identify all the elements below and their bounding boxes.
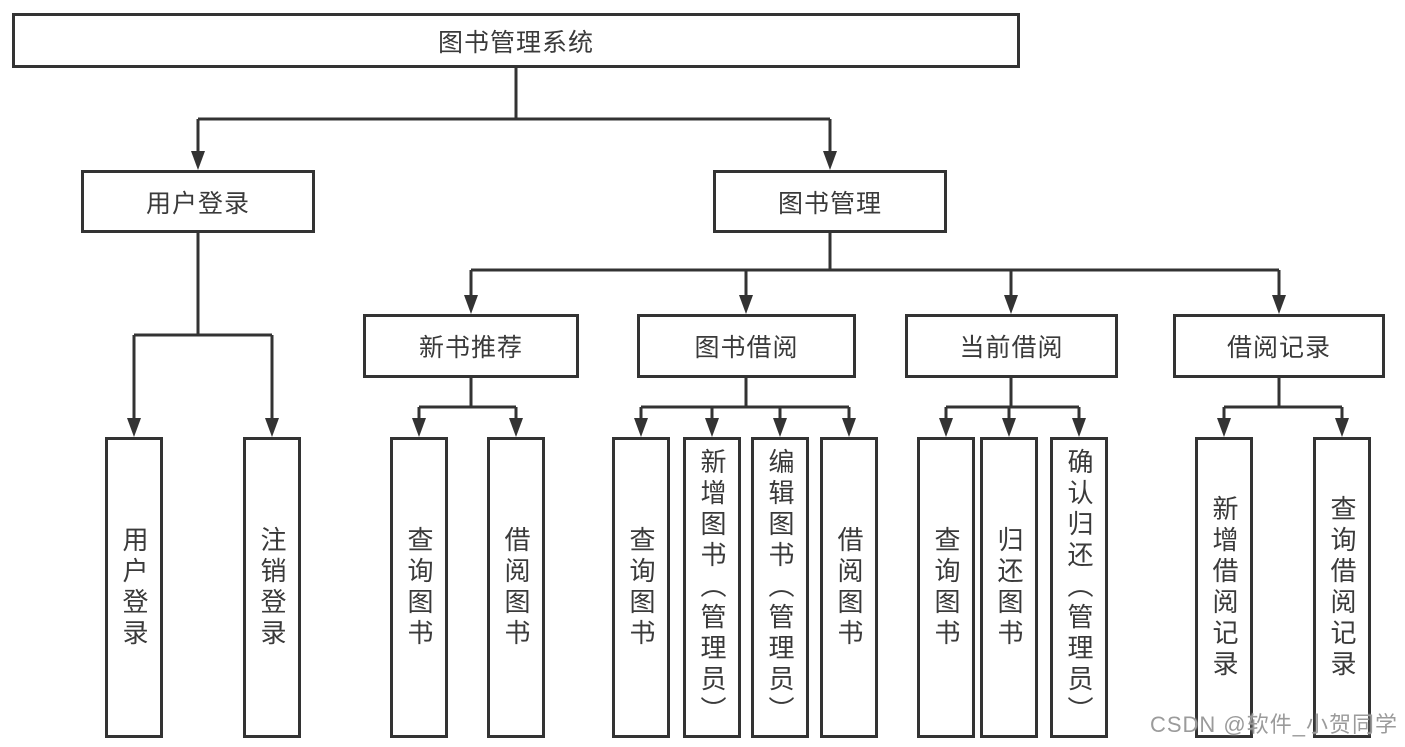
arrowhead <box>265 418 279 437</box>
leaf-return-books: 归还图书 <box>980 437 1038 738</box>
leaf-query-books-1: 查询图书 <box>390 437 448 738</box>
leaf-label: 新增借阅记录 <box>1209 494 1239 681</box>
arrowhead <box>509 418 523 437</box>
arrowhead <box>634 418 648 437</box>
node-label: 图书借阅 <box>694 334 799 362</box>
node-label: 新书推荐 <box>418 334 523 362</box>
node-label: 借阅记录 <box>1226 334 1331 362</box>
node-new-book-recommend: 新书推荐 <box>363 314 579 378</box>
leaf-user-login: 用户登录 <box>105 437 163 738</box>
node-label: 用户登录 <box>145 189 250 218</box>
node-current-borrow: 当前借阅 <box>905 314 1118 378</box>
arrowhead <box>773 418 787 437</box>
arrowhead <box>464 295 478 314</box>
node-label: 图书管理 <box>777 189 882 218</box>
arrowhead <box>1002 418 1016 437</box>
leaf-logout: 注销登录 <box>243 437 301 738</box>
leaf-label: 查询图书 <box>626 525 656 650</box>
arrowhead <box>191 151 205 170</box>
node-root-label: 图书管理系统 <box>437 28 594 57</box>
connector-borrow-to-leaves <box>639 378 851 420</box>
arrowhead <box>127 418 141 437</box>
leaf-label: 新增图书（管理员） <box>697 448 727 727</box>
arrowhead <box>705 418 719 437</box>
arrowhead <box>739 295 753 314</box>
leaf-label: 查询图书 <box>404 525 434 650</box>
connector-mgmt-to-level3 <box>469 233 1281 297</box>
leaf-add-borrow-record: 新增借阅记录 <box>1195 437 1253 738</box>
leaf-label: 查询图书 <box>931 525 961 650</box>
leaf-label: 用户登录 <box>119 525 149 650</box>
node-book-borrow: 图书借阅 <box>637 314 856 378</box>
arrowhead <box>823 151 837 170</box>
node-user-login: 用户登录 <box>81 170 315 233</box>
leaf-label: 编辑图书（管理员） <box>765 448 795 727</box>
leaf-borrow-books-2: 借阅图书 <box>820 437 878 738</box>
node-root: 图书管理系统 <box>12 13 1020 68</box>
leaf-borrow-books-1: 借阅图书 <box>487 437 545 738</box>
leaf-edit-books-admin: 编辑图书（管理员） <box>751 437 809 738</box>
arrowhead <box>939 418 953 437</box>
leaf-label: 确认归还（管理员） <box>1064 448 1094 727</box>
node-borrow-records: 借阅记录 <box>1173 314 1385 378</box>
arrowhead <box>1217 418 1231 437</box>
leaf-label: 注销登录 <box>257 525 287 650</box>
leaf-label: 借阅图书 <box>501 525 531 650</box>
connector-records-to-leaves <box>1222 378 1344 420</box>
connector-current-to-leaves <box>944 378 1081 420</box>
arrowhead <box>1004 295 1018 314</box>
connector-recommend-to-leaves <box>417 378 518 420</box>
leaf-query-books-3: 查询图书 <box>917 437 975 738</box>
leaf-query-books-2: 查询图书 <box>612 437 670 738</box>
node-label: 当前借阅 <box>959 334 1064 362</box>
connector-root-to-level2 <box>196 68 832 153</box>
connector-login-to-leaves <box>132 233 274 420</box>
arrowhead <box>1335 418 1349 437</box>
node-book-management: 图书管理 <box>713 170 947 233</box>
watermark: CSDN @软件_小贺同学 <box>1149 712 1398 737</box>
leaf-query-borrow-record: 查询借阅记录 <box>1313 437 1371 738</box>
arrowhead <box>842 418 856 437</box>
arrowhead <box>1272 295 1286 314</box>
arrowhead <box>412 418 426 437</box>
arrowhead <box>1072 418 1086 437</box>
leaf-confirm-return-admin: 确认归还（管理员） <box>1050 437 1108 738</box>
leaf-add-books-admin: 新增图书（管理员） <box>683 437 741 738</box>
leaf-label: 借阅图书 <box>834 525 864 650</box>
leaf-label: 查询借阅记录 <box>1327 494 1357 681</box>
leaf-label: 归还图书 <box>994 525 1024 650</box>
